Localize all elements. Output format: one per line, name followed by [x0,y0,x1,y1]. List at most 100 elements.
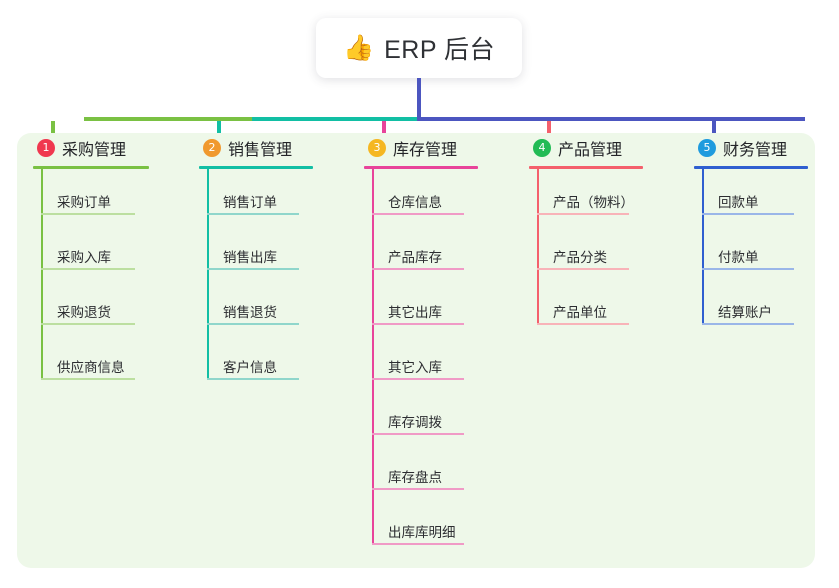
branch-item[interactable]: 结算账户 [694,279,814,334]
branch-item-label: 采购退货 [57,305,111,320]
branch-number-badge: 2 [203,139,221,157]
branch-item-rule [537,213,629,215]
branch-item[interactable]: 出库库明细 [364,499,482,554]
branch-item-rule [372,213,464,215]
branch-item-label: 销售退货 [223,305,277,320]
connector-bar-segment-3 [417,117,805,121]
branch-item[interactable]: 销售退货 [199,279,315,334]
branch-item-rule [372,378,464,380]
branch-item[interactable]: 采购入库 [33,224,161,279]
branch-item[interactable]: 采购订单 [33,169,161,224]
branch-item-label: 回款单 [718,195,759,210]
branch-item[interactable]: 采购退货 [33,279,161,334]
branch-spine [702,169,704,325]
branch-number-badge: 1 [37,139,55,157]
branch-item[interactable]: 销售订单 [199,169,315,224]
branch-item-rule [207,213,299,215]
branch-item[interactable]: 回款单 [694,169,814,224]
branch-item-label: 产品单位 [553,305,607,320]
branch-header-5[interactable]: 5 财务管理 [694,133,814,163]
branch-item-label: 客户信息 [223,360,277,375]
branch-item-label: 产品（物料） [553,195,634,210]
branch-item-rule [207,323,299,325]
branch-item-label: 出库库明细 [388,525,456,540]
root-node-title: ERP 后台 [384,36,496,64]
branch-column-5: 5 财务管理回款单付款单结算账户 [694,133,814,334]
branch-item-label: 其它出库 [388,305,442,320]
branch-item[interactable]: 库存盘点 [364,444,482,499]
branch-spine [372,169,374,545]
branch-item-rule [41,268,135,270]
branch-item-label: 产品库存 [388,250,442,265]
branch-header-rule [33,166,149,169]
connector-bar-segment-2 [252,117,417,121]
branch-item-rule [372,323,464,325]
branch-item[interactable]: 产品单位 [529,279,647,334]
branch-item-label: 结算账户 [718,305,772,320]
branch-item[interactable]: 仓库信息 [364,169,482,224]
branch-item-rule [537,268,629,270]
branch-header-1[interactable]: 1 采购管理 [33,133,161,163]
branch-number-badge: 5 [698,139,716,157]
branch-title: 采购管理 [62,142,127,159]
branch-item[interactable]: 其它出库 [364,279,482,334]
branch-item-list-1: 采购订单采购入库采购退货供应商信息 [33,169,161,389]
branch-item-label: 其它入库 [388,360,442,375]
branch-item-list-4: 产品（物料） 产品分类产品单位 [529,169,647,334]
branch-item-label: 付款单 [718,250,759,265]
branch-item-rule [702,268,794,270]
branch-spine [537,169,539,325]
branch-column-3: 3 库存管理仓库信息产品库存其它出库其它入库库存调拨库存盘点出库库明细 [364,133,482,554]
branch-number-badge: 3 [368,139,386,157]
branch-column-1: 1 采购管理采购订单采购入库采购退货供应商信息 [33,133,161,389]
branch-item-label: 产品分类 [553,250,607,265]
branch-item-rule [41,378,135,380]
thumbs-up-icon: 👍 [342,33,375,62]
branch-item-label: 采购入库 [57,250,111,265]
branch-item-label: 采购订单 [57,195,111,210]
connector-bar-segment-1 [84,117,252,121]
branch-item[interactable]: 库存调拨 [364,389,482,444]
branch-title: 财务管理 [723,142,788,159]
branch-spine [207,169,209,380]
branch-item[interactable]: 其它入库 [364,334,482,389]
branch-title: 库存管理 [393,142,458,159]
branch-item-label: 库存调拨 [388,415,442,430]
branch-item-rule [207,378,299,380]
branch-item-list-2: 销售订单销售出库销售退货客户信息 [199,169,315,389]
branch-item-list-3: 仓库信息产品库存其它出库其它入库库存调拨库存盘点出库库明细 [364,169,482,554]
branch-item[interactable]: 客户信息 [199,334,315,389]
branch-item-label: 销售订单 [223,195,277,210]
branch-item-rule [372,268,464,270]
branch-item-label: 销售出库 [223,250,277,265]
branch-item-list-5: 回款单付款单结算账户 [694,169,814,334]
branch-title: 产品管理 [558,142,623,159]
branch-header-rule [694,166,808,169]
root-node[interactable]: 👍 ERP 后台 [316,18,522,78]
branch-item-label: 供应商信息 [57,360,125,375]
branch-item-rule [372,433,464,435]
branch-item-label: 库存盘点 [388,470,442,485]
branch-header-rule [199,166,313,169]
branch-item-rule [41,213,135,215]
branch-header-rule [529,166,643,169]
branch-spine [41,169,43,380]
branch-item-rule [207,268,299,270]
branch-item-rule [41,323,135,325]
branch-item-rule [372,488,464,490]
branch-item[interactable]: 供应商信息 [33,334,161,389]
branch-item-rule [702,323,794,325]
branch-header-3[interactable]: 3 库存管理 [364,133,482,163]
branch-item[interactable]: 产品库存 [364,224,482,279]
branch-item[interactable]: 销售出库 [199,224,315,279]
root-stem-connector [417,78,421,119]
branch-item[interactable]: 产品分类 [529,224,647,279]
branch-item[interactable]: 产品（物料） [529,169,647,224]
branch-item[interactable]: 付款单 [694,224,814,279]
branch-item-rule [702,213,794,215]
